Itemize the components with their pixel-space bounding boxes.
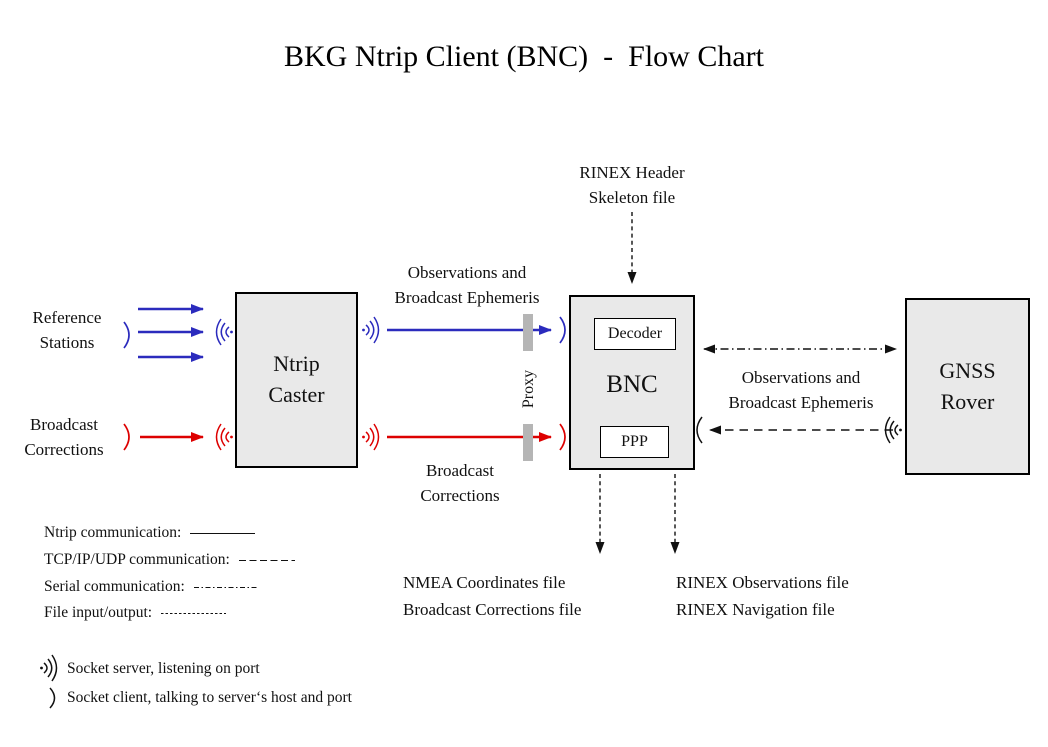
legend-ntrip-label: Ntrip communication: xyxy=(44,524,182,541)
proxy-label: Proxy xyxy=(520,369,537,409)
node-gnss-rover: GNSS Rover xyxy=(905,298,1030,475)
ppp-label: PPP xyxy=(621,433,648,450)
node-bnc: Decoder BNC PPP xyxy=(569,295,695,470)
socket-server-legend: Socket server, listening on port xyxy=(67,660,260,677)
socket-server-icon xyxy=(362,316,380,344)
legend-ntrip: Ntrip communication: xyxy=(44,524,256,542)
reference-stations-label: Reference Stations xyxy=(32,308,102,352)
rinex-header-skeleton-label: RINEX Header Skeleton file xyxy=(579,163,685,207)
socket-client-icon xyxy=(696,416,703,444)
ntrip-caster-label: Ntrip Caster xyxy=(268,351,325,407)
socket-client-icon xyxy=(559,423,566,451)
legend-serial: Serial communication: xyxy=(44,578,258,596)
gnss-rover-label: GNSS Rover xyxy=(939,357,996,414)
nmea-output-files-label: NMEA Coordinates file Broadcast Correcti… xyxy=(403,573,582,619)
socket-server-icon xyxy=(884,416,902,444)
bnc-label: BNC xyxy=(606,371,658,398)
socket-client-icon xyxy=(559,316,566,344)
socket-server-icon xyxy=(215,318,233,346)
socket-server-icon xyxy=(40,654,58,682)
page-title: BKG Ntrip Client (BNC) - Flow Chart xyxy=(284,40,764,73)
socket-client-icon xyxy=(123,423,130,451)
bnc-output-arrows xyxy=(595,474,680,554)
socket-client-icon xyxy=(123,321,130,349)
socket-server-icon xyxy=(215,423,233,451)
legend-serial-label: Serial communication: xyxy=(44,578,185,595)
node-ppp: PPP xyxy=(600,426,669,458)
proxy-bars xyxy=(523,314,533,461)
broadcast-corrections-mid-label: Broadcast Corrections xyxy=(420,461,500,505)
solid-line-sample xyxy=(190,532,256,535)
reference-stations-arrows xyxy=(138,304,204,362)
dashed-line-sample xyxy=(238,559,295,562)
finedash-line-sample xyxy=(161,612,227,615)
legend-tcp-label: TCP/IP/UDP communication: xyxy=(44,551,230,568)
rinex-output-files-label: RINEX Observations file RINEX Navigation… xyxy=(676,573,849,619)
node-decoder: Decoder xyxy=(594,318,676,350)
observations-ephemeris-left-label: Observations and Broadcast Ephemeris xyxy=(394,263,540,307)
socket-server-icon xyxy=(362,423,380,451)
socket-client-legend: Socket client, talking to server‘s host … xyxy=(67,689,352,706)
dashdot-line-sample xyxy=(193,586,258,589)
socket-client-icon xyxy=(49,687,56,709)
legend-file: File input/output: xyxy=(44,604,227,622)
node-ntrip-caster: Ntrip Caster xyxy=(235,292,358,468)
legend-file-label: File input/output: xyxy=(44,604,153,621)
decoder-label: Decoder xyxy=(607,325,663,342)
broadcast-corrections-input-label: Broadcast Corrections xyxy=(24,415,104,459)
legend-tcp: TCP/IP/UDP communication: xyxy=(44,551,295,569)
observations-ephemeris-right-label: Observations and Broadcast Ephemeris xyxy=(728,368,874,412)
